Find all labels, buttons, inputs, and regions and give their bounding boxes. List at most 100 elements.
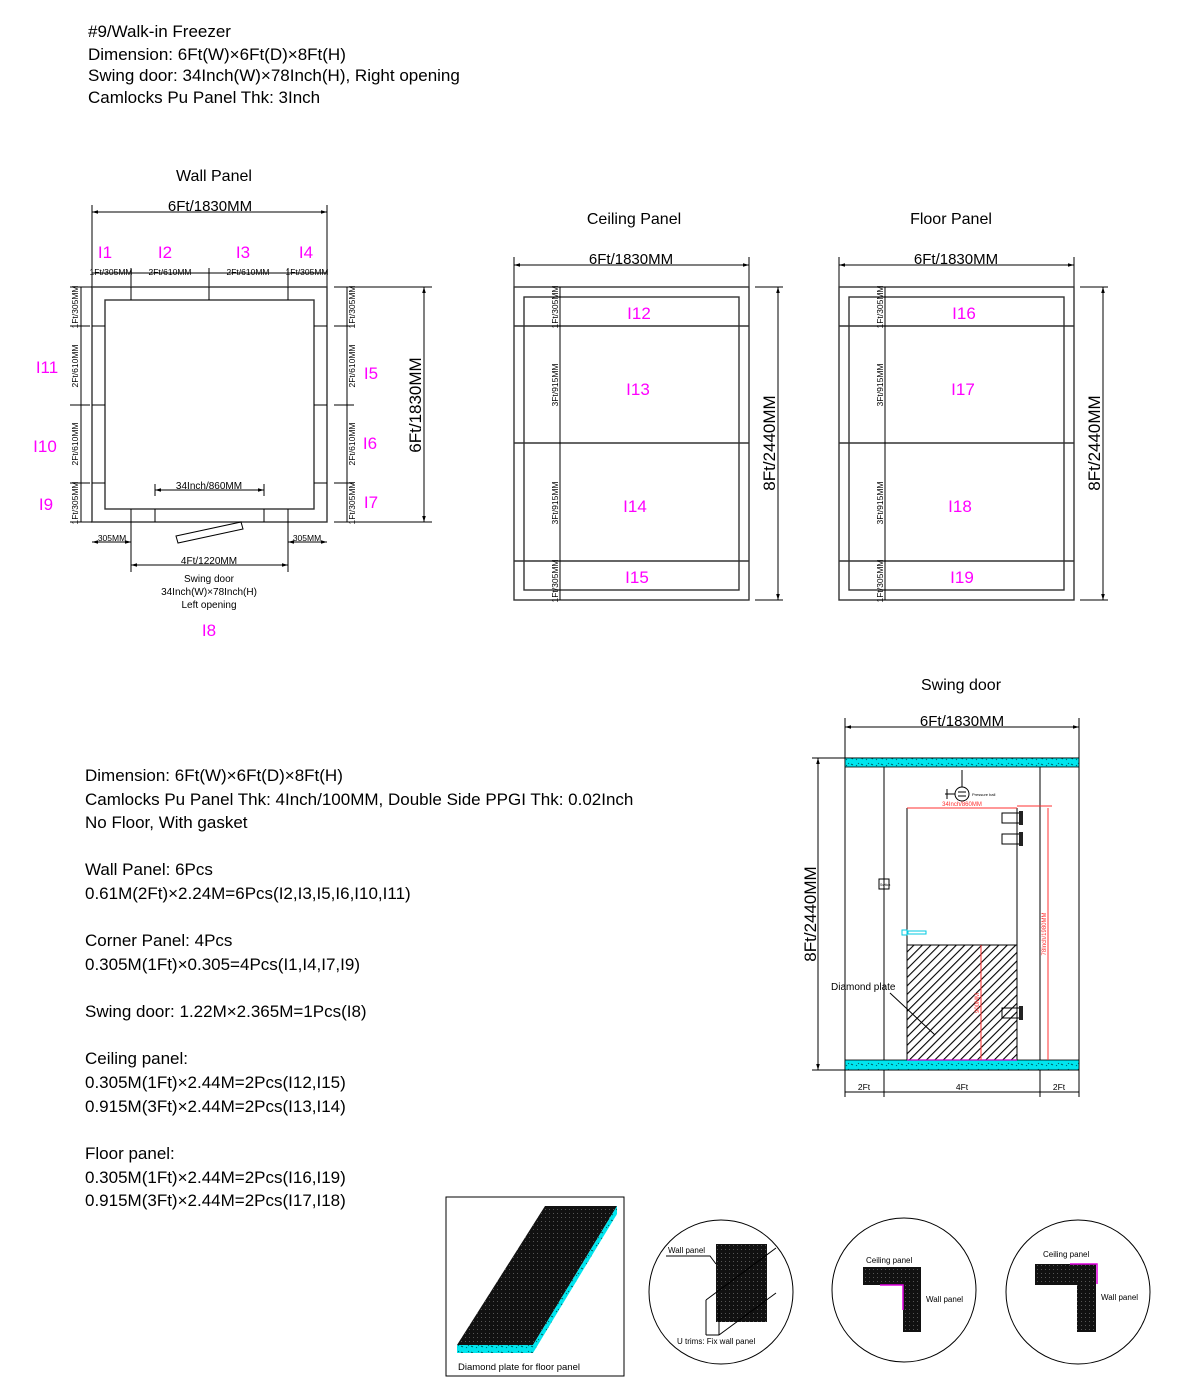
floor-width-dim: 6Ft/1830MM	[914, 251, 998, 268]
label-i11: I11	[36, 358, 58, 377]
ceiling-dim-2: 3Ft/915MM	[550, 364, 560, 407]
spec-line: 0.915M(3Ft)×2.44M=2Pcs(I17,I18)	[85, 1191, 346, 1210]
label-i6: I6	[363, 434, 377, 453]
hinge-icon	[1001, 1006, 1023, 1020]
door-bottom-dim-1: 2Ft	[858, 1082, 871, 1092]
swing-door-title: Swing door	[921, 677, 1002, 694]
left-dim-2: 2Ft/610MM	[70, 345, 80, 388]
corner2-ceiling-label: Ceiling panel	[1043, 1250, 1089, 1259]
label-i2: I2	[158, 243, 172, 262]
switch-label: Switch	[880, 883, 890, 887]
floor-dim-4: 1Ft/305MM	[875, 560, 885, 603]
top-dim-1: 1Ft/305MM	[90, 267, 133, 277]
label-i15: I15	[625, 568, 649, 587]
spec-line: 0.915M(3Ft)×2.44M=2Pcs(I13,I14)	[85, 1097, 346, 1116]
corner-detail-2: Ceiling panel Wall panel	[1005, 1219, 1151, 1365]
door-width-dim: 34Inch/860MM	[176, 481, 242, 492]
u-trim-detail: Wall panel U trims: Fix wall panel	[648, 1219, 794, 1365]
ceiling-dim-4: 1Ft/305MM	[550, 560, 560, 603]
ceiling-panel-drawing: Ceiling Panel 6Ft/1830MM 1Ft/305MM 3Ft/9…	[513, 211, 783, 603]
floor-dim-3: 3Ft/915MM	[875, 482, 885, 525]
bottom-dim-left: 305MM	[98, 533, 126, 543]
ceiling-dim-3: 3Ft/915MM	[550, 482, 560, 525]
left-dim-3: 2Ft/610MM	[70, 423, 80, 466]
right-dim-1: 1Ft/305MM	[347, 286, 357, 329]
swing-door-drawing: Swing door 6Ft/1830MM 34Inch/860MM 78Inc…	[801, 677, 1080, 1097]
right-dim-4: 1Ft/305MM	[347, 482, 357, 525]
label-i9: I9	[39, 495, 53, 514]
ceiling-dim-1: 1Ft/305MM	[550, 286, 560, 329]
floor-panel-title: Floor Panel	[910, 211, 992, 228]
spec-line: Floor panel:	[85, 1144, 175, 1163]
header-title: #9/Walk-in Freezer	[88, 22, 231, 41]
header-door: Swing door: 34Inch(W)×78Inch(H), Right o…	[88, 66, 460, 85]
door-elev-width-dim: 6Ft/1830MM	[920, 713, 1004, 730]
top-dim-4: 1Ft/305MM	[286, 267, 329, 277]
top-dim-3: 2Ft/610MM	[227, 267, 270, 277]
door-note-3: Left opening	[181, 600, 236, 611]
spec-line: Wall Panel: 6Pcs	[85, 860, 213, 879]
door-bottom-dim-3: 2Ft	[1053, 1082, 1066, 1092]
spec-line: Ceiling panel:	[85, 1049, 188, 1068]
bottom-dim-door: 4Ft/1220MM	[181, 556, 237, 567]
wall-panel-drawing: Wall Panel 6Ft/1830MM I1 I2 I3 I4 1Ft/30…	[33, 168, 432, 640]
spec-line: 0.305M(1Ft)×2.44M=2Pcs(I16,I19)	[85, 1168, 346, 1187]
floor-length-dim: 8Ft/2440MM	[1085, 395, 1104, 490]
bottom-dim-right: 305MM	[293, 533, 321, 543]
label-i10: I10	[33, 437, 57, 456]
specification-list: Dimension: 6Ft(W)×6Ft(D)×8Ft(H) Camlocks…	[85, 766, 633, 1210]
ceiling-width-dim: 6Ft/1830MM	[589, 251, 673, 268]
hinge-icon	[1001, 832, 1023, 846]
corner-detail-1: Ceiling panel Wall panel	[831, 1217, 977, 1363]
diamond-plate-area	[906, 944, 1018, 1061]
pressure-ball-icon	[945, 770, 970, 802]
spec-line: 0.61M(2Ft)×2.24M=6Pcs(I2,I3,I5,I6,I10,I1…	[85, 884, 411, 903]
wall-panel-title: Wall Panel	[176, 168, 252, 185]
spec-line: No Floor, With gasket	[85, 813, 248, 832]
door-red-height: 78Inch/1980MM	[1042, 912, 1048, 955]
pressure-ball-label: Pressure ball	[972, 792, 995, 797]
door-handle-icon	[901, 929, 927, 936]
spec-line: 0.305M(1Ft)×2.44M=2Pcs(I12,I15)	[85, 1073, 346, 1092]
label-i14: I14	[623, 497, 647, 516]
door-note-1: Swing door	[184, 574, 235, 585]
spec-line: Corner Panel: 4Pcs	[85, 931, 232, 950]
label-i8: I8	[202, 621, 216, 640]
door-red-width: 34Inch/860MM	[942, 802, 982, 808]
right-dim-3: 2Ft/610MM	[347, 423, 357, 466]
label-i18: I18	[948, 497, 972, 516]
spec-line: Camlocks Pu Panel Thk: 4Inch/100MM, Doub…	[85, 790, 633, 809]
floor-dim-1: 1Ft/305MM	[875, 286, 885, 329]
corner1-ceiling-label: Ceiling panel	[866, 1256, 912, 1265]
label-i19: I19	[950, 568, 974, 587]
spec-line: Swing door: 1.22M×2.365M=1Pcs(I8)	[85, 1002, 367, 1021]
label-i5: I5	[364, 364, 378, 383]
header-dimension: Dimension: 6Ft(W)×6Ft(D)×8Ft(H)	[88, 45, 346, 64]
wall-width-dim: 6Ft/1830MM	[168, 198, 252, 215]
u-trim-wall-label: Wall panel	[668, 1246, 705, 1255]
corner2-wall-label: Wall panel	[1101, 1293, 1138, 1302]
door-bottom-dim-2: 4Ft	[956, 1082, 969, 1092]
label-i3: I3	[236, 243, 250, 262]
label-i4: I4	[299, 243, 313, 262]
switch-icon	[878, 878, 890, 890]
label-i13: I13	[626, 380, 650, 399]
header: #9/Walk-in Freezer Dimension: 6Ft(W)×6Ft…	[88, 22, 460, 107]
plate-red-height: 900MM	[975, 993, 981, 1013]
left-dim-4: 1Ft/305MM	[70, 482, 80, 525]
ceiling-panel-title: Ceiling Panel	[587, 211, 681, 228]
floor-panel-drawing: Floor Panel 6Ft/1830MM 1Ft/305MM 3Ft/915…	[838, 211, 1108, 603]
left-dim-1: 1Ft/305MM	[70, 286, 80, 329]
label-i17: I17	[951, 380, 975, 399]
spec-line: Dimension: 6Ft(W)×6Ft(D)×8Ft(H)	[85, 766, 343, 785]
corner1-wall-label: Wall panel	[926, 1295, 963, 1304]
label-i7: I7	[364, 493, 378, 512]
door-leaf	[175, 521, 244, 544]
header-thickness: Camlocks Pu Panel Thk: 3Inch	[88, 88, 320, 107]
hinge-icon	[1001, 811, 1023, 825]
u-trim-caption: U trims: Fix wall panel	[677, 1337, 755, 1346]
door-elev-height-dim: 8Ft/2440MM	[801, 866, 820, 961]
label-i16: I16	[952, 304, 976, 323]
floor-plate-caption: Diamond plate for floor panel	[458, 1362, 580, 1373]
label-i12: I12	[627, 304, 651, 323]
